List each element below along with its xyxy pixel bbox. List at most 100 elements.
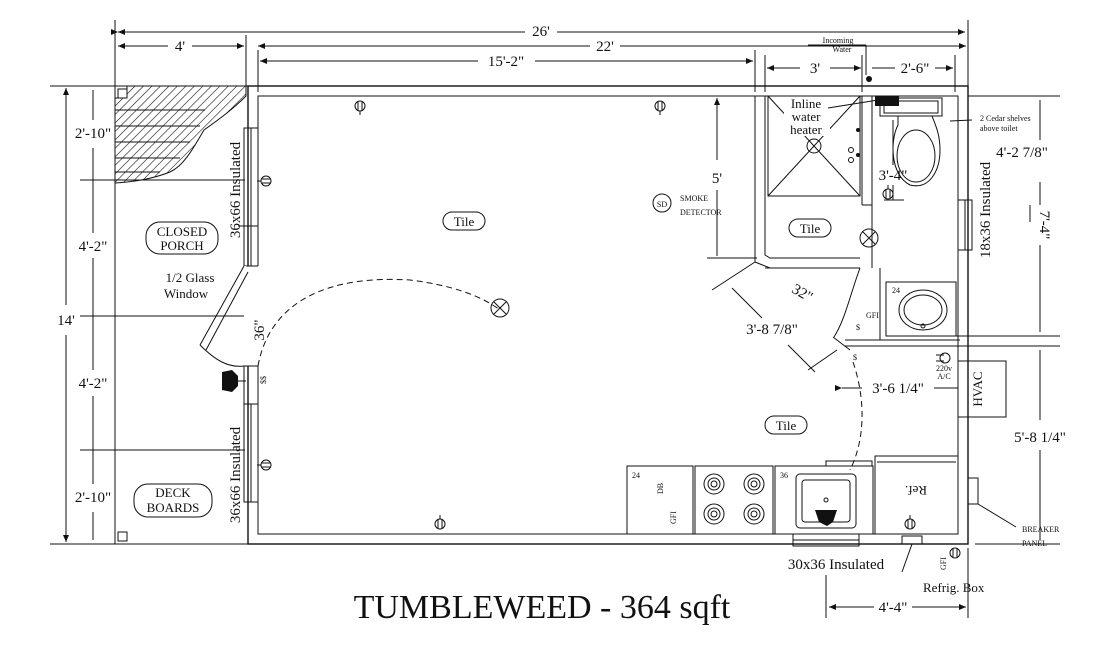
glass-window-label: 1/2 Glass Window: [164, 270, 215, 301]
hvac-unit: HVAC 220v A/C: [936, 360, 1007, 418]
gfi-vanity: GFI: [866, 311, 879, 320]
smoke-detector-icon: [652, 193, 672, 213]
window-right-label: 18x36 Insulated: [978, 161, 994, 258]
tile-kitchen: Tile: [764, 415, 808, 435]
svg-text:PANEL: PANEL: [1022, 539, 1047, 548]
toilet-width-label: 2'-6": [901, 61, 930, 77]
svg-text:heater: heater: [790, 122, 822, 137]
svg-text:DECK: DECK: [155, 485, 191, 500]
svg-text:3'-8 7/8": 3'-8 7/8": [746, 322, 798, 338]
dimension-five-ft: 5': [707, 98, 757, 259]
svg-text:GFI: GFI: [939, 557, 948, 570]
tile-bath: Tile: [788, 218, 832, 238]
exterior-walls: [238, 85, 969, 545]
right-4-2-label: 4'-2 7/8": [996, 145, 1048, 161]
svg-text:Tile: Tile: [800, 221, 821, 236]
overall-width-label: 26': [532, 24, 550, 40]
refrigerator-icon: Ref.: [874, 455, 959, 535]
dimension-porch-width: 4': [118, 35, 247, 90]
bottom-window: 30x36 Insulated: [788, 533, 885, 573]
dimension-bottom: 4'-4": [825, 548, 969, 618]
svg-text:BOARDS: BOARDS: [147, 500, 200, 515]
left-seg2-label: 4'-2": [79, 239, 108, 255]
dimension-kitchen-width: 3'-6 1/4": [835, 381, 958, 397]
right-5-8-label: 5'-8 1/4": [1014, 430, 1066, 446]
outlets: [257, 100, 961, 559]
svg-text:DETECTOR: DETECTOR: [680, 208, 722, 217]
right-dimensions: 4'-2 7/8" 7'-4" 5'-8 1/4": [945, 95, 1066, 545]
deck-boards-label: DECK BOARDS: [133, 483, 213, 518]
incoming-water-note: Incoming Water: [808, 36, 867, 75]
dimension-house-width: 22': [258, 39, 966, 55]
shower-width-label: 3': [810, 61, 821, 77]
svg-text:SD: SD: [657, 200, 667, 209]
svg-text:1/2 Glass: 1/2 Glass: [166, 270, 215, 285]
exterior-light-icon: [222, 370, 238, 392]
svg-text:BREAKER: BREAKER: [1022, 525, 1060, 534]
overall-height-label: 14': [57, 313, 75, 329]
vanity: 24 GFI $: [856, 281, 957, 337]
svg-text:Refrig. Box: Refrig. Box: [923, 580, 985, 595]
closed-porch-label: CLOSED PORCH: [145, 221, 219, 255]
svg-text:Window: Window: [164, 286, 209, 301]
plan-title: TUMBLEWEED - 364 sqft: [354, 589, 731, 626]
entry-door: 36" $$: [199, 265, 501, 392]
dimension-overall-width: 26': [111, 20, 969, 90]
svg-text:24: 24: [892, 286, 900, 295]
svg-text:A/C: A/C: [937, 372, 950, 381]
svg-text:Tile: Tile: [454, 214, 475, 229]
right-window: 18x36 Insulated: [957, 161, 994, 258]
house-width-label: 22': [596, 39, 614, 55]
svg-text:$: $: [853, 353, 857, 362]
svg-text:36: 36: [780, 471, 788, 480]
svg-text:Water: Water: [833, 45, 852, 54]
switch-double: $$: [259, 376, 268, 384]
porch-width-label: 4': [175, 39, 186, 55]
window-left-top-label: 36x66 Insulated: [228, 141, 244, 238]
svg-text:Ref.: Ref.: [905, 483, 927, 498]
window-left-bottom-label: 36x66 Insulated: [228, 426, 244, 523]
ceiling-light-bath: [859, 228, 879, 248]
main-room-width-label: 15'-2": [488, 54, 524, 70]
breaker-panel-icon: [967, 477, 979, 505]
gfi-counter: GFI: [669, 511, 678, 524]
dimension-left-segments: 2'-10" 4'-2" 4'-2" 2'-10": [75, 90, 250, 540]
left-seg4-label: 2'-10": [75, 490, 111, 506]
door-36-label: 36": [252, 319, 268, 340]
svg-text:2 Cedar shelves: 2 Cedar shelves: [980, 114, 1031, 123]
svg-text:HVAC: HVAC: [970, 371, 985, 406]
svg-text:$: $: [856, 323, 860, 332]
left-seg3-label: 4'-2": [79, 376, 108, 392]
dimension-three-four: 3'-4": [879, 120, 908, 201]
kitchen: Tile $ 3'-6 1/4" 24 DB GFI 36: [626, 353, 1007, 535]
svg-text:24: 24: [632, 471, 640, 480]
ceiling-light-main: [490, 298, 510, 318]
tile-main: Tile: [442, 211, 486, 231]
right-7-4-label: 7'-4": [1036, 211, 1052, 240]
svg-text:CLOSED: CLOSED: [157, 224, 208, 239]
svg-text:above toilet: above toilet: [980, 124, 1018, 133]
dimension-main-room-width: 15'-2": [257, 50, 756, 92]
smoke-detector: SD SMOKE DETECTOR: [652, 193, 722, 217]
svg-text:Incoming: Incoming: [823, 36, 854, 45]
svg-text:5': 5': [712, 171, 723, 187]
svg-text:4'-4": 4'-4": [879, 600, 908, 616]
window-bottom-label: 30x36 Insulated: [788, 557, 885, 573]
svg-text:3'-4": 3'-4": [879, 168, 908, 184]
cedar-shelves-note: 2 Cedar shelves above toilet: [949, 114, 1031, 133]
left-seg1-label: 2'-10": [75, 126, 111, 142]
dishwasher-label: DB: [656, 483, 665, 494]
svg-text:water: water: [792, 109, 822, 124]
porch: CLOSED PORCH 1/2 Glass Window DECK BOARD…: [114, 85, 258, 545]
svg-text:220v: 220v: [936, 364, 952, 373]
svg-text:Inline: Inline: [791, 96, 822, 111]
svg-text:3'-6 1/4": 3'-6 1/4": [872, 381, 924, 397]
stove-icon: [694, 465, 774, 535]
inline-water-heater-label: Inline water heater: [784, 96, 879, 137]
svg-text:SMOKE: SMOKE: [680, 194, 708, 203]
breaker-panel: BREAKER PANEL: [967, 477, 1060, 548]
door-32-label: 32": [789, 281, 815, 305]
kitchen-sink-icon: 36: [774, 460, 874, 535]
svg-text:PORCH: PORCH: [160, 238, 203, 253]
